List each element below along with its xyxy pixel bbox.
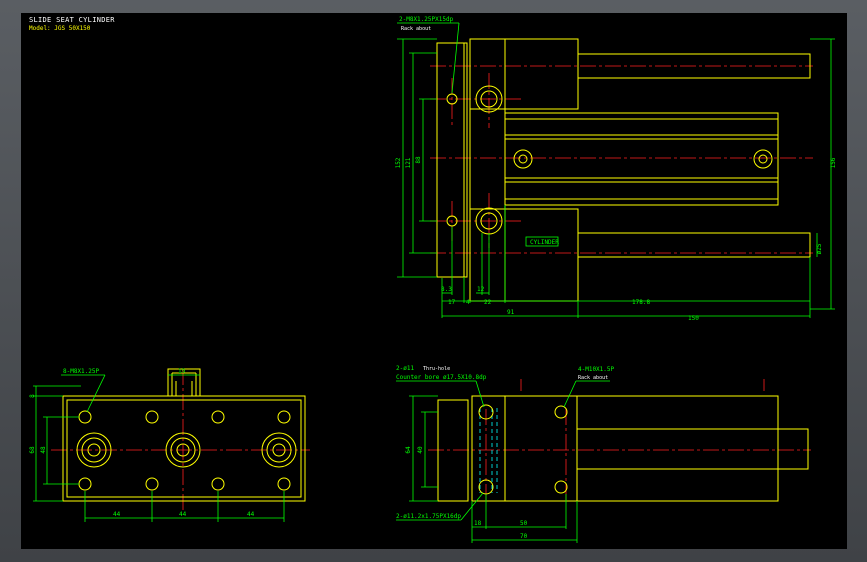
lower-rod	[577, 232, 811, 258]
port-inner	[518, 154, 528, 164]
callout-tap-sub: Rack about	[578, 375, 608, 381]
cad-drawing: .o { stroke:#ffff00; stroke-width:1; fil…	[29, 16, 837, 543]
bore-left	[76, 432, 112, 468]
leader	[451, 22, 460, 94]
port	[753, 149, 773, 169]
right-view: 2-ø11 Thru-hole Counter bore ø17.5X10.8d…	[396, 365, 811, 543]
dim-17: 17	[448, 299, 456, 306]
logo-text: CYLINDER	[530, 239, 559, 246]
drawing-canvas[interactable]: SLIDE SEAT CYLINDER Model: JGS 50X150 .o…	[21, 13, 847, 549]
dim-44-c: 44	[247, 511, 255, 518]
dim-40: 40	[417, 446, 424, 454]
dim-8-3: 8.3	[441, 286, 452, 293]
dim-70: 70	[520, 533, 528, 540]
callout-tap: 4-M10X1.5P	[578, 366, 615, 373]
callout-bottom: 2-ø11.2x1.75PX16dp	[396, 513, 461, 520]
dim-22: 22	[484, 299, 492, 306]
bore-outer	[475, 85, 503, 113]
bore-inner	[480, 212, 498, 230]
callout-hole: 2-ø11	[396, 365, 414, 372]
dim-121: 121	[405, 157, 412, 168]
dim-68: 68	[29, 446, 36, 454]
dim-19: 19	[178, 368, 186, 375]
dim-48: 48	[40, 446, 47, 454]
callout-tap: 8-M8X1.25P	[63, 368, 100, 375]
bore-inner	[480, 90, 498, 108]
bore-left-core	[87, 443, 101, 457]
mount-hole	[446, 93, 458, 105]
port	[513, 149, 533, 169]
dim-12: 12	[477, 286, 485, 293]
rod-right	[576, 428, 809, 470]
dim-44-b: 44	[179, 511, 187, 518]
dim-178-8: 178.8	[632, 299, 650, 306]
leader	[563, 380, 577, 408]
tapped-hole	[554, 405, 568, 419]
slide-table	[469, 38, 506, 302]
dim-4: 4	[466, 299, 470, 306]
top-view: CYLINDER 2-M8X1.25PX15dp Rack about 152 …	[395, 16, 837, 322]
leader	[86, 374, 106, 413]
upper-block	[469, 38, 579, 110]
dim-88: 88	[415, 156, 422, 164]
lower-block	[469, 208, 579, 302]
thru-hole	[478, 404, 494, 420]
dim-152: 152	[395, 157, 402, 168]
dim-50: 50	[520, 520, 528, 527]
top-tab	[167, 368, 201, 397]
end-plate	[437, 399, 469, 502]
dim-150: 150	[688, 315, 699, 322]
bore-right	[261, 432, 297, 468]
bore-right-core	[272, 443, 286, 457]
dim-91: 91	[507, 309, 515, 316]
dim-44-a: 44	[113, 511, 121, 518]
dim-64: 64	[405, 446, 412, 454]
bore-center	[165, 432, 201, 468]
model-label: Model: JGS 50X150	[29, 25, 91, 32]
mount-hole	[446, 215, 458, 227]
bore-right-inner	[266, 437, 292, 463]
leader	[475, 380, 485, 408]
left-view: 8-M8X1.25P 19 8 68 48	[29, 368, 310, 522]
bore-center-core	[176, 443, 190, 457]
tapped-holes-bottom	[78, 477, 291, 491]
bore-left-inner	[81, 437, 107, 463]
tapped-holes-top	[78, 410, 291, 424]
callout-counter: Counter bore ø17.5X10.8dp	[396, 374, 487, 381]
dim-8: 8	[29, 394, 36, 398]
drawing-title: SLIDE SEAT CYLINDER	[29, 16, 115, 24]
callout-tap: 2-M8X1.25PX15dp	[399, 16, 454, 23]
logo-plate	[525, 236, 559, 247]
dim-25: ø25	[816, 243, 823, 254]
dim-156: 156	[830, 157, 837, 168]
tapped-hole	[554, 480, 568, 494]
port-inner	[758, 154, 768, 164]
upper-rod	[577, 53, 811, 79]
bracket	[471, 395, 578, 502]
callout-hole-tail: Thru-hole	[423, 366, 450, 372]
body-inner	[66, 399, 302, 498]
dim-18: 18	[474, 520, 482, 527]
body-right	[576, 395, 779, 502]
bore-center-inner	[170, 437, 196, 463]
callout-tap-sub: Rack about	[401, 26, 431, 32]
cylinder-body	[504, 112, 779, 206]
